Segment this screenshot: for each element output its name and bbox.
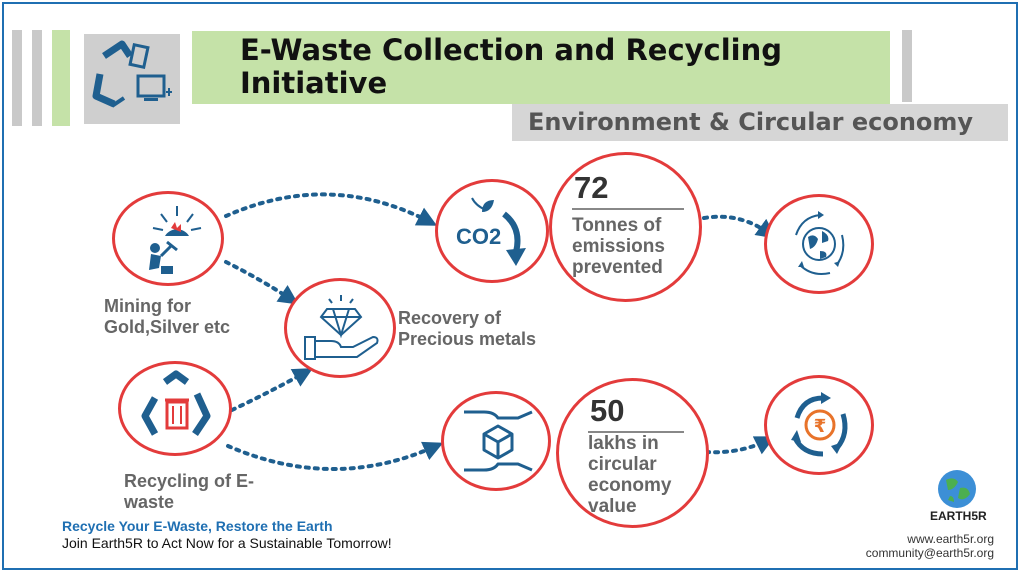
co2-circle: CO2 xyxy=(435,179,549,283)
arrow-mining-to-recovery xyxy=(224,260,299,305)
emissions-description: Tonnes of emissions prevented xyxy=(572,215,665,278)
economy-stat-circle xyxy=(556,378,709,528)
rupee-cycle-icon: ₹ xyxy=(791,392,848,457)
emissions-rule xyxy=(572,208,684,210)
header-logo-box xyxy=(84,34,180,124)
mining-label: Mining for Gold,Silver etc xyxy=(104,296,231,337)
emissions-stat-circle xyxy=(549,152,702,302)
rupee-cycle-circle: ₹ xyxy=(764,375,874,475)
arrow-mining-to-emissions xyxy=(224,192,438,226)
decor-bar xyxy=(32,30,42,126)
decor-bar xyxy=(902,30,912,102)
arrow-recycling-to-recovery xyxy=(230,368,313,412)
recycling-circle xyxy=(118,361,232,456)
earth-globe-logo-icon xyxy=(938,470,976,508)
infographic-frame xyxy=(2,2,1018,570)
arrow-economy-to-rupee xyxy=(704,436,776,455)
economy-description: lakhs in circular economy value xyxy=(588,433,672,517)
arrow-emissions-to-earth xyxy=(702,214,777,239)
brand-name: EARTH5R xyxy=(930,509,987,523)
co2-arrow-icon: CO2 xyxy=(456,197,526,266)
box-hands-icon xyxy=(464,410,533,472)
recovery-label: Recovery of Precious metals xyxy=(398,308,537,349)
earth-cycle-icon xyxy=(795,211,845,275)
recycle-bin-icon xyxy=(141,370,211,436)
e-waste-recycle-logo-icon xyxy=(92,40,172,108)
email-link[interactable]: community@earth5r.org xyxy=(865,546,994,560)
recovery-circle xyxy=(284,278,396,378)
economy-rule xyxy=(588,431,684,433)
mining-icon xyxy=(149,206,202,274)
page-title: E-Waste Collection and Recycling Initiat… xyxy=(240,33,783,100)
page-subtitle: Environment & Circular economy xyxy=(528,108,974,136)
decor-bar xyxy=(12,30,22,126)
economy-value: 50 xyxy=(590,393,625,428)
box-hands-circle xyxy=(441,391,551,491)
earth-cycle-circle xyxy=(764,194,874,294)
footer-tagline: Recycle Your E-Waste, Restore the Earth xyxy=(62,518,333,534)
footer-cta: Join Earth5R to Act Now for a Sustainabl… xyxy=(62,535,392,551)
emissions-value: 72 xyxy=(574,170,609,205)
arrow-recycling-to-economy xyxy=(226,441,444,471)
rupee-icon-text: ₹ xyxy=(814,416,827,437)
website-link[interactable]: www.earth5r.org xyxy=(907,532,994,546)
diamond-hand-icon xyxy=(304,295,379,360)
decor-bar xyxy=(52,30,70,126)
title-band xyxy=(192,31,890,104)
co2-icon-text: CO2 xyxy=(456,224,501,249)
subtitle-band xyxy=(512,104,1008,141)
recycling-label: Recycling of E-waste xyxy=(124,471,255,512)
mining-circle xyxy=(112,191,224,286)
